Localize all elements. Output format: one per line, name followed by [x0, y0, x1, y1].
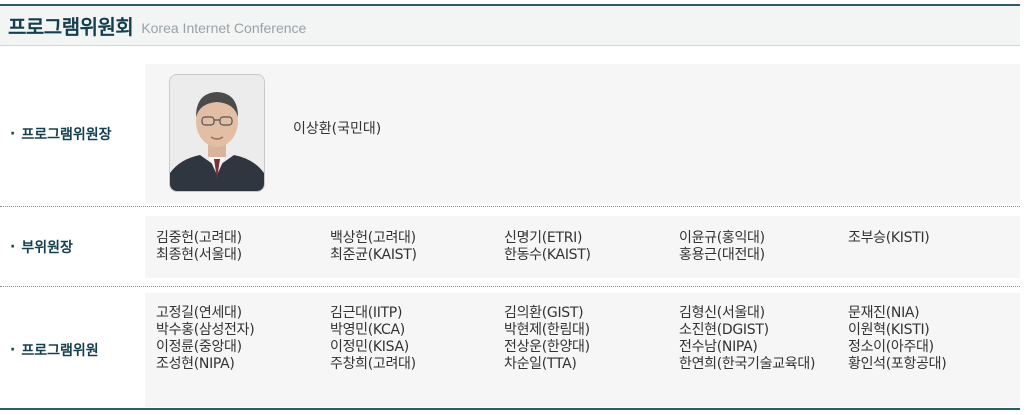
chair-row: · 프로그램위원장 이상환(국민대) — [0, 64, 1020, 203]
bottom-rule — [0, 408, 1020, 410]
members-label: · 프로그램위원 — [0, 293, 155, 407]
bullet: · — [10, 125, 16, 142]
chair-label-text: 프로그램위원장 — [21, 126, 112, 143]
member-name: 문재진(NIA) — [848, 305, 920, 321]
member-name: 김형신(서울대) — [679, 305, 765, 321]
members-label-text: 프로그램위원 — [21, 343, 99, 359]
vice-chair-label: · 부위원장 — [0, 216, 155, 278]
chair-label: · 프로그램위원장 — [0, 64, 155, 203]
member-name: 이정륜(중앙대) — [156, 339, 242, 355]
member-name: 전상운(한양대) — [504, 339, 590, 355]
vice-chair-label-text: 부위원장 — [21, 240, 73, 256]
member-name: 이정민(KISA) — [330, 339, 409, 355]
section-title: 프로그램위원회 — [8, 15, 134, 39]
member-name: 이윤규(홍익대) — [679, 230, 765, 246]
row-divider — [0, 286, 1020, 287]
vice-chair-row: · 부위원장 김중헌(고려대) 백상헌(고려대) 신명기(ETRI) 이윤규(홍… — [0, 216, 1020, 278]
member-name: 홍용근(대전대) — [679, 247, 765, 263]
member-name: 조부승(KISTI) — [848, 230, 930, 246]
bullet: · — [10, 342, 16, 358]
member-name: 한동수(KAIST) — [504, 247, 591, 263]
member-name: 고정길(연세대) — [156, 305, 242, 321]
member-name: 김중헌(고려대) — [156, 230, 242, 246]
chair-photo — [169, 74, 265, 192]
member-name: 한연희(한국기술교육대) — [679, 356, 816, 372]
member-name: 신명기(ETRI) — [504, 230, 583, 246]
member-name: 최준균(KAIST) — [330, 247, 417, 263]
member-name: 박수홍(삼성전자) — [156, 322, 255, 338]
chair-name: 이상환(국민대) — [293, 121, 382, 137]
section-header: 프로그램위원회 Korea Internet Conference — [0, 4, 1020, 46]
vice-chair-content: 김중헌(고려대) 백상헌(고려대) 신명기(ETRI) 이윤규(홍익대) 조부승… — [145, 216, 1020, 278]
member-name: 정소이(아주대) — [848, 339, 934, 355]
member-name: 주창희(고려대) — [330, 356, 416, 372]
row-divider — [0, 206, 1020, 207]
member-name: 차순일(TTA) — [504, 356, 577, 372]
bullet: · — [10, 239, 16, 255]
member-name: 황인석(포항공대) — [848, 356, 947, 372]
member-name: 이원혁(KISTI) — [848, 322, 930, 338]
chair-content: 이상환(국민대) — [145, 64, 1020, 203]
member-name: 전수남(NIPA) — [679, 339, 758, 355]
member-name: 최종현(서울대) — [156, 247, 242, 263]
member-name: 조성현(NIPA) — [156, 356, 235, 372]
member-name: 김근대(IITP) — [330, 305, 403, 321]
member-name: 백상헌(고려대) — [330, 230, 416, 246]
member-name: 박현제(한림대) — [504, 322, 590, 338]
member-name: 박영민(KCA) — [330, 322, 405, 338]
section-subtitle: Korea Internet Conference — [141, 19, 307, 36]
members-row: · 프로그램위원 고정길(연세대) 김근대(IITP) 김의환(GIST) 김형… — [0, 293, 1020, 407]
portrait-image — [170, 75, 264, 191]
member-name: 소진현(DGIST) — [679, 322, 769, 338]
member-name: 김의환(GIST) — [504, 305, 584, 321]
members-content: 고정길(연세대) 김근대(IITP) 김의환(GIST) 김형신(서울대) 문재… — [145, 293, 1020, 407]
